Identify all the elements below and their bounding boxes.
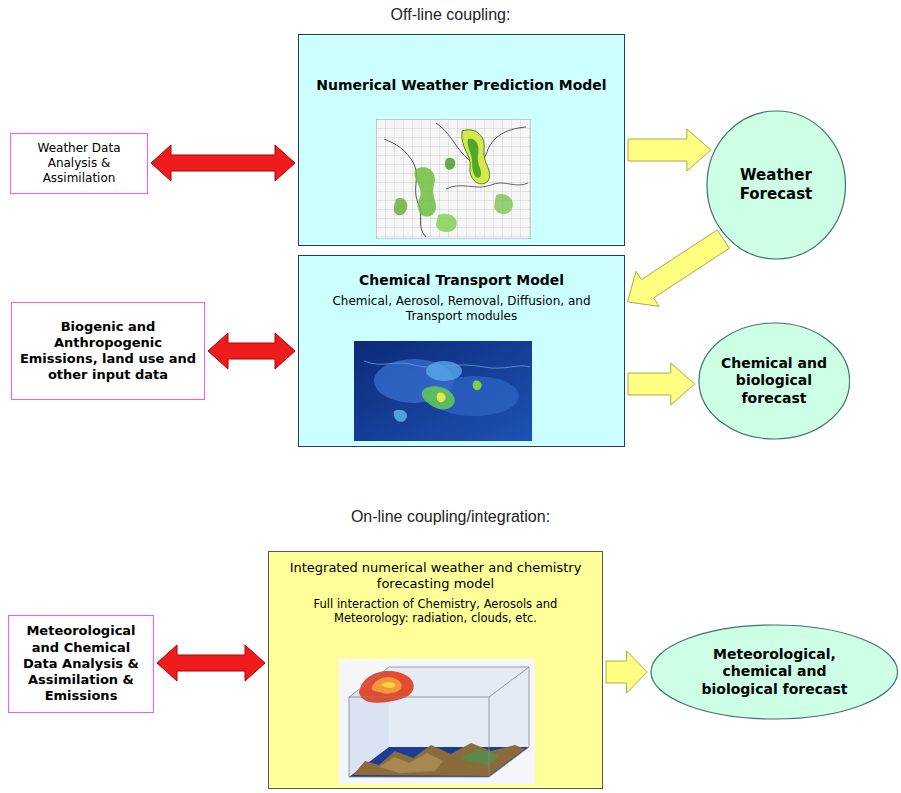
- illustration-part: [459, 749, 499, 765]
- block-arrow: [628, 363, 695, 405]
- node-text: Chemical, Aerosol, Removal, Diffusion, a…: [307, 294, 616, 324]
- double-arrow: [151, 145, 295, 181]
- illustration-part: [422, 386, 455, 409]
- model-box: Integrated numerical weather and chemist…: [268, 551, 603, 789]
- section-heading: On-line coupling/integration:: [0, 508, 901, 526]
- illustration-part: [462, 130, 490, 184]
- illustration-part: [445, 158, 455, 170]
- illustration-part: [372, 677, 402, 693]
- illustration-part: [381, 682, 395, 688]
- illustration-part: [339, 659, 535, 784]
- text-group: Meteorological and Chemical Data Analysi…: [14, 623, 148, 704]
- illustration-part: [437, 393, 446, 403]
- node-text: Biogenic and Anthropogenic Emissions, la…: [17, 319, 199, 384]
- forecast-ellipse: Meteorological, chemical and biological …: [650, 624, 899, 720]
- illustration-part: [349, 667, 529, 777]
- input-box: Weather Data Analysis & Assimilation: [10, 133, 148, 194]
- 3d-model-view: [339, 659, 535, 784]
- ellipse-shape: [699, 323, 850, 439]
- ellipse-shape: [707, 111, 845, 259]
- illustration-part: [354, 341, 532, 441]
- weather-map: [376, 119, 531, 239]
- text-group: Chemical Transport ModelChemical, Aeroso…: [307, 272, 616, 324]
- ellipse-shape: [651, 625, 898, 719]
- input-box: Meteorological and Chemical Data Analysi…: [8, 615, 154, 713]
- illustration-part: [394, 410, 407, 422]
- block-arrow: [628, 129, 711, 171]
- illustration-part: [379, 753, 443, 773]
- text-group: Biogenic and Anthropogenic Emissions, la…: [17, 319, 199, 384]
- model-box: Numerical Weather Prediction Model: [298, 34, 625, 246]
- illustration-part: [359, 671, 414, 703]
- illustration-part: [384, 139, 426, 237]
- illustration-part: [426, 361, 462, 381]
- illustration-part: [376, 119, 531, 239]
- illustration-part: [353, 743, 525, 776]
- node-text: Full interaction of Chemistry, Aerosols …: [277, 597, 594, 626]
- illustration-part: [349, 667, 529, 697]
- text-group: Numerical Weather Prediction Model: [307, 77, 616, 95]
- forecast-ellipse: Weather Forecast: [706, 110, 846, 260]
- illustration-part: [376, 119, 531, 239]
- illustration-part: [364, 361, 530, 368]
- node-text: Meteorological, chemical and biological …: [683, 646, 866, 699]
- block-arrow: [628, 230, 730, 306]
- input-box: Biogenic and Anthropogenic Emissions, la…: [11, 302, 205, 400]
- node-text: Chemical and biological forecast: [718, 355, 830, 408]
- text-group: Weather Data Analysis & Assimilation: [16, 141, 142, 186]
- node-text: Meteorological and Chemical Data Analysi…: [14, 623, 148, 704]
- illustration-part: [489, 667, 529, 697]
- forecast-ellipse: Chemical and biological forecast: [698, 322, 851, 440]
- double-arrow: [208, 333, 295, 369]
- illustration-part: [414, 167, 436, 216]
- section-heading: Off-line coupling:: [0, 6, 901, 24]
- illustration-part: [349, 697, 489, 777]
- node-text: Weather Forecast: [724, 166, 827, 204]
- double-arrow: [157, 645, 265, 681]
- node-text: Weather Data Analysis & Assimilation: [16, 141, 142, 186]
- node-text: Numerical Weather Prediction Model: [307, 77, 616, 95]
- text-group: Weather Forecast: [724, 166, 827, 204]
- illustration-part: [473, 381, 482, 391]
- illustration-part: [494, 194, 513, 214]
- block-arrow: [606, 651, 647, 693]
- text-group: Integrated numerical weather and chemist…: [277, 560, 594, 625]
- node-text: Integrated numerical weather and chemist…: [277, 560, 594, 593]
- illustration-part: [429, 376, 519, 416]
- illustration-part: [394, 198, 408, 215]
- chemical-map: [354, 341, 532, 441]
- illustration-part: [446, 183, 528, 189]
- text-group: Meteorological, chemical and biological …: [683, 646, 866, 699]
- model-box: Chemical Transport ModelChemical, Aeroso…: [298, 255, 625, 447]
- text-group: Chemical and biological forecast: [718, 355, 830, 408]
- illustration-part: [468, 139, 482, 178]
- node-text: Chemical Transport Model: [307, 272, 616, 290]
- illustration-part: [436, 214, 457, 232]
